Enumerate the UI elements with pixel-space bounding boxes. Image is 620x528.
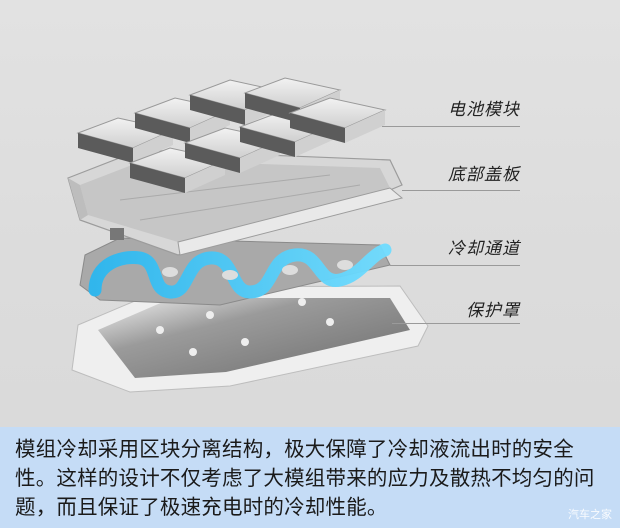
leader-line-protective-shield [392,323,520,324]
label-battery-module: 电池模块 [448,100,520,120]
battery-modules [76,77,387,193]
caption-text: 模组冷却采用区块分离结构，极大保障了冷却液流出时的安全性。这样的设计不仅考虑了大… [15,437,595,519]
battery-pack-illustration: 电池模块 底部盖板 冷却通道 保护罩 [0,0,620,427]
caption-panel: 模组冷却采用区块分离结构，极大保障了冷却液流出时的安全性。这样的设计不仅考虑了大… [0,427,620,528]
leader-line-battery-module [382,126,520,127]
leader-line-bottom-cover [402,190,520,191]
label-cooling-channel: 冷却通道 [448,239,520,259]
exploded-view-graphic [67,77,429,393]
leader-line-cooling-channel [390,265,520,266]
protective-shield [71,285,429,393]
label-protective-shield: 保护罩 [466,301,520,321]
watermark: 汽车之家 [568,508,612,521]
label-bottom-cover: 底部盖板 [448,165,520,185]
